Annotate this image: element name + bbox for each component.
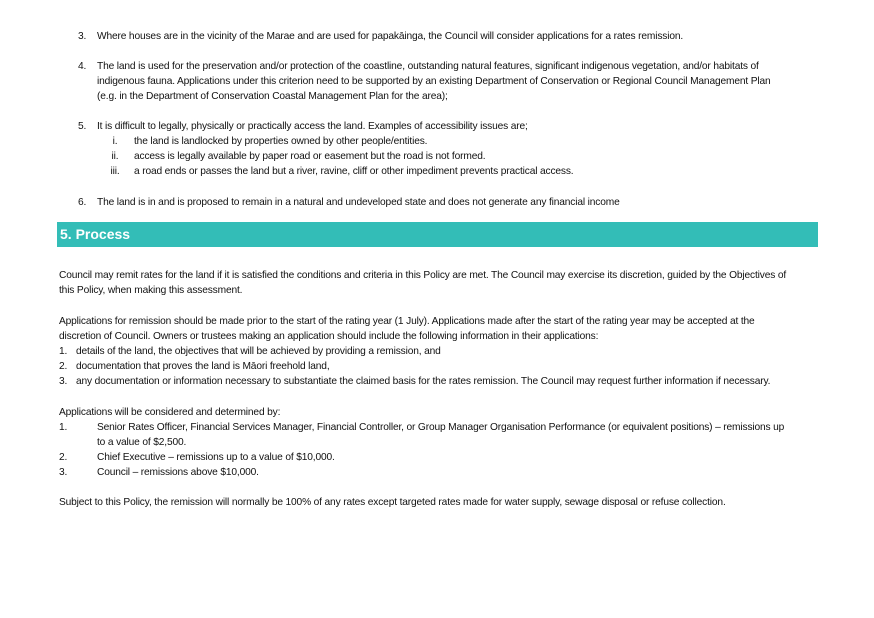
list-number: 5. [78,121,87,132]
list-number: 2. [59,452,68,463]
list-number: 1. [59,346,68,357]
list-text-line: Senior Rates Officer, Financial Services… [97,422,785,433]
list-text-line: (e.g. in the Department of Conservation … [97,91,448,102]
list-text: Chief Executive – remissions up to a val… [97,452,335,463]
list-number: 6. [78,197,87,208]
access-issue-text: the land is landlocked by properties own… [134,136,428,147]
roman-number: i. [112,136,118,147]
paragraph-line: Council may remit rates for the land if … [59,270,787,281]
list-text-line: to a value of $2,500. [97,437,187,448]
access-issue-text: a road ends or passes the land but a riv… [134,166,574,177]
list-text: any documentation or information necessa… [76,376,771,387]
list-number: 2. [59,361,68,372]
closing-paragraph: Subject to this Policy, the remission wi… [59,497,726,508]
roman-number: ii. [111,151,119,162]
list-text: It is difficult to legally, physically o… [97,121,528,132]
list-text: documentation that proves the land is Mā… [76,361,330,372]
list-text: The land is in and is proposed to remain… [97,197,620,208]
paragraph-line: Applications for remission should be mad… [59,316,755,327]
list-text-line: The land is used for the preservation an… [97,61,759,72]
determined-intro: Applications will be considered and dete… [59,407,281,418]
list-text-line: indigenous fauna. Applications under thi… [97,76,771,87]
list-number: 3. [59,467,68,478]
paragraph-line: this Policy, when making this assessment… [59,285,243,296]
section-heading-bar: 5. Process [57,222,818,247]
list-text: details of the land, the objectives that… [76,346,441,357]
list-text: Council – remissions above $10,000. [97,467,259,478]
list-number: 4. [78,61,87,72]
list-number: 3. [59,376,68,387]
section-heading: 5. Process [60,226,131,242]
list-number: 1. [59,422,68,433]
list-number: 3. [78,31,87,42]
list-text: Where houses are in the vicinity of the … [97,31,684,42]
access-issue-text: access is legally available by paper roa… [134,151,486,162]
roman-number: iii. [110,166,120,177]
paragraph-line: discretion of Council. Owners or trustee… [59,331,599,342]
